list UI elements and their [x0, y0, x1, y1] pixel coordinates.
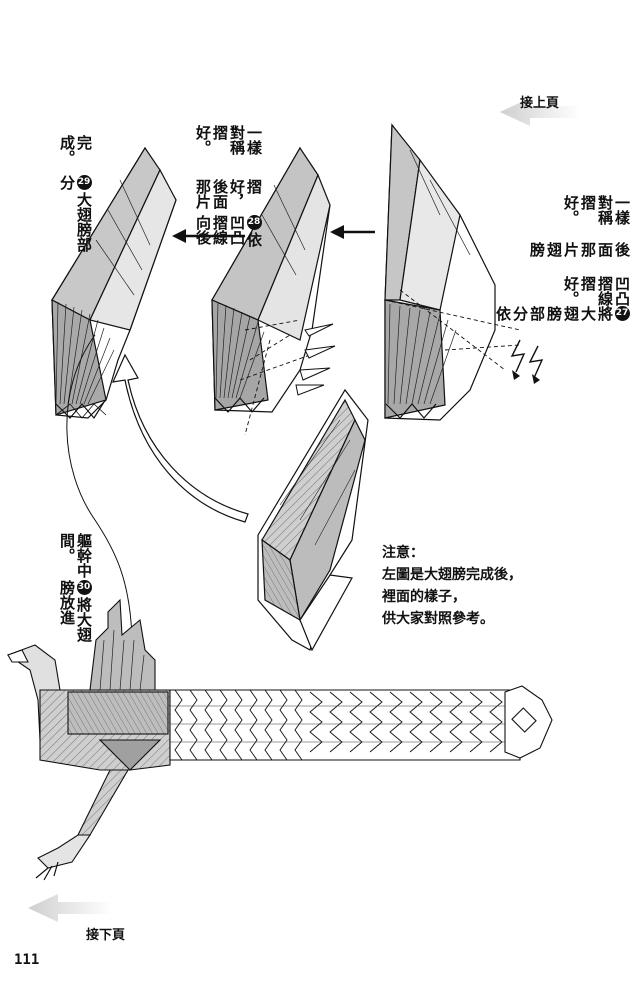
step-27-instruction: 27將大翅膀部分依 凹凸摺線摺好。 後面那片翅膀 一樣對稱摺好。 — [494, 178, 631, 328]
step-29-line-1: 大翅膀部分 — [58, 175, 93, 253]
step-29-instruction: 29大翅膀部分 完成。 — [58, 118, 93, 258]
step-28-instruction: 28依凹凸摺線向後 摺好，後面那片 一樣對稱摺好。 — [194, 108, 263, 258]
step-28-number-badge: 28 — [246, 215, 262, 231]
step-arrow-left-icon — [330, 225, 375, 239]
page-number: 111 — [14, 952, 40, 968]
note-block: 注意： 左圖是大翅膀完成後， 裡面的樣子， 供大家對照參考。 — [382, 542, 522, 630]
step-29-line-2: 完成。 — [58, 135, 93, 165]
step-27-line-2: 凹凸摺線摺好。 — [562, 275, 631, 306]
prev-page-arrow-icon[interactable] — [500, 98, 580, 126]
step-30-line-2: 軀幹中間。 — [58, 533, 93, 578]
step-arrow-left-icon — [172, 229, 245, 243]
note-line-3: 供大家對照參考。 — [382, 611, 494, 627]
note-title: 注意： — [382, 545, 424, 561]
wing-inside-view-diagram — [257, 388, 369, 652]
wing-step-27-diagram — [384, 123, 544, 421]
step-30-number-badge: 30 — [76, 579, 92, 595]
wing-step-28-diagram — [211, 146, 336, 436]
step-30-instruction: 30將大翅膀放進 軀幹中間。 — [58, 516, 93, 646]
step-27-line-1: 將大翅膀部分依 — [494, 305, 614, 321]
body-assembly-diagram — [6, 598, 553, 881]
prev-page-label[interactable]: 接上頁 — [520, 96, 560, 111]
step-28-line-3: 一樣對稱摺好。 — [194, 125, 263, 155]
note-line-1: 左圖是大翅膀完成後， — [382, 567, 522, 583]
curved-insert-arrow-icon — [111, 353, 249, 523]
step-28-line-2: 摺好，後面那片 — [194, 178, 263, 209]
next-page-arrow-icon[interactable] — [28, 894, 112, 922]
step-27-line-4: 一樣對稱摺好。 — [562, 195, 631, 225]
step-27-number-badge: 27 — [614, 305, 630, 321]
wing-step-29-diagram — [51, 146, 177, 420]
note-line-2: 裡面的樣子， — [382, 589, 466, 605]
step-29-number-badge: 29 — [76, 175, 92, 191]
next-page-label[interactable]: 接下頁 — [86, 928, 126, 943]
step-27-line-3: 後面那片翅膀 — [528, 242, 631, 257]
step-28-line-1: 依凹凸摺線向後 — [194, 215, 263, 248]
step-30-line-1: 將大翅膀放進 — [58, 579, 93, 642]
